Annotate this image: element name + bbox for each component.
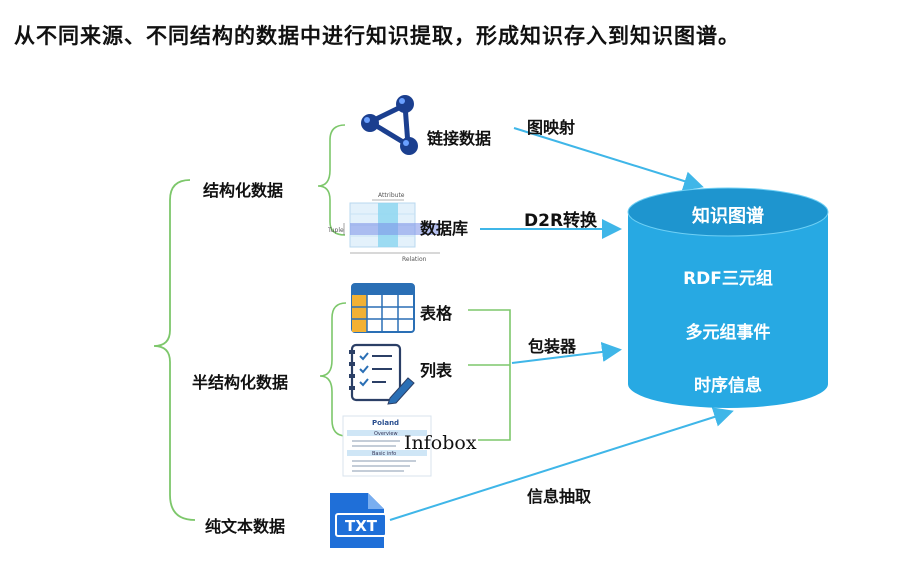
txt-file-icon: TXT bbox=[330, 493, 387, 548]
source-linked-data: 链接数据 bbox=[427, 129, 492, 148]
source-table: 表格 bbox=[420, 304, 453, 323]
db-tuple-label: Tuple bbox=[327, 227, 344, 234]
infobox-section1: Overview bbox=[374, 431, 398, 437]
txt-icon-label: TXT bbox=[345, 517, 378, 535]
edge-info-extraction: 信息抽取 bbox=[527, 487, 592, 506]
page-caption: 从不同来源、不同结构的数据中进行知识提取，形成知识存入到知识图谱。 bbox=[14, 24, 740, 48]
edge-wrapper: 包装器 bbox=[528, 337, 577, 356]
category-structured: 结构化数据 bbox=[203, 181, 284, 200]
infobox-thumbnail: Poland Overview Basic info bbox=[342, 415, 432, 477]
structured-brace bbox=[317, 124, 346, 236]
category-plain-text: 纯文本数据 bbox=[205, 517, 286, 536]
source-infobox: Infobox bbox=[404, 432, 477, 454]
kg-item-events: 多元组事件 bbox=[685, 323, 771, 343]
edge-graph-mapping: 图映射 bbox=[527, 118, 576, 137]
kg-item-temporal: 时序信息 bbox=[694, 376, 762, 396]
arrow-wrapper bbox=[511, 342, 622, 364]
table-icon bbox=[351, 283, 415, 333]
wrapper-bracket bbox=[468, 309, 511, 441]
infobox-title: Poland bbox=[372, 419, 399, 427]
source-list: 列表 bbox=[420, 361, 453, 380]
network-icon bbox=[361, 95, 418, 155]
database-thumbnail: Attribute Tuple Relation bbox=[327, 192, 440, 263]
arrow-graph-mapping bbox=[513, 127, 704, 191]
main-brace bbox=[153, 179, 196, 521]
edge-d2r: D2R转换 bbox=[524, 211, 598, 231]
source-database: 数据库 bbox=[420, 219, 469, 238]
kg-item-rdf: RDF三元组 bbox=[683, 269, 773, 289]
semi-structured-brace bbox=[319, 302, 347, 437]
knowledge-graph-cylinder bbox=[627, 187, 829, 408]
category-semi-structured: 半结构化数据 bbox=[192, 373, 289, 392]
kg-title: 知识图谱 bbox=[692, 206, 764, 227]
infobox-section2: Basic info bbox=[372, 451, 396, 457]
arrow-info-extraction bbox=[389, 407, 734, 521]
checklist-icon bbox=[349, 343, 415, 405]
db-relation-label: Relation bbox=[402, 256, 427, 263]
db-attribute-label: Attribute bbox=[378, 192, 405, 199]
